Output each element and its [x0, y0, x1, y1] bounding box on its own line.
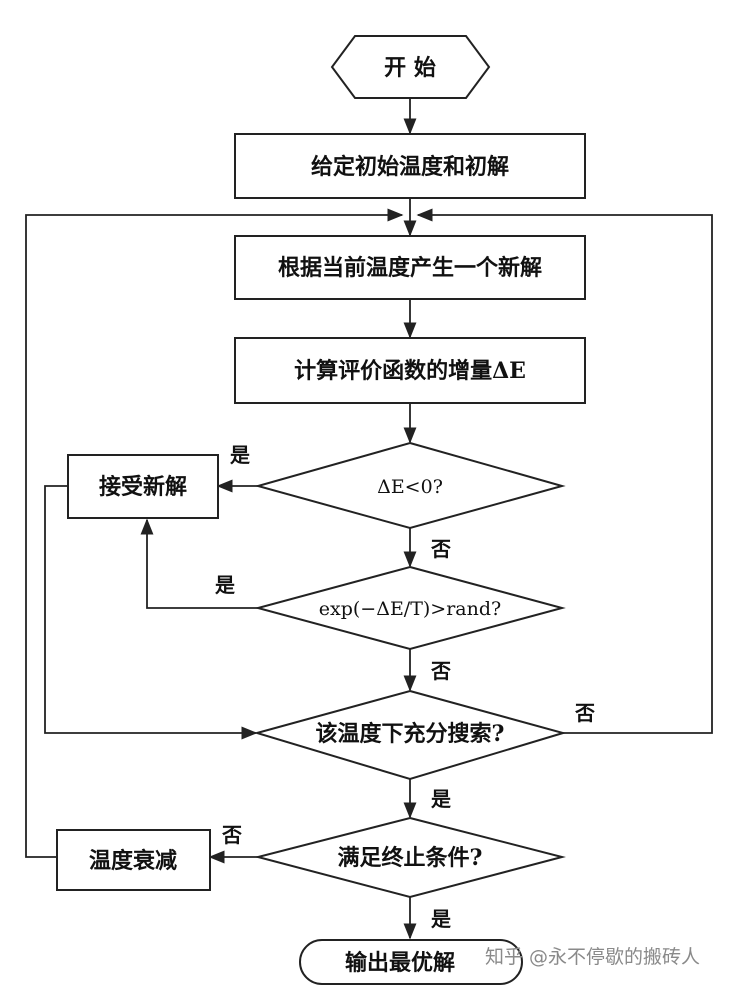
generate-node: 根据当前温度产生一个新解 — [234, 235, 586, 300]
init-label: 给定初始温度和初解 — [311, 154, 509, 180]
metropolis-node: exp(−ΔE/T)>rand? — [254, 565, 566, 651]
branch-labels: 是 否 是 否 否 是 否 是 — [214, 443, 595, 931]
yes-label-delta: 是 — [229, 443, 250, 467]
connectors — [25, 98, 713, 940]
check-delta-label: ΔE<0? — [377, 476, 443, 498]
generate-label: 根据当前温度产生一个新解 — [278, 255, 542, 281]
cooling-node: 温度衰减 — [56, 829, 211, 891]
no-label-search: 否 — [574, 701, 595, 725]
cooling-label: 温度衰减 — [89, 848, 177, 874]
no-label-terminate: 否 — [221, 823, 242, 847]
evaluate-label: 计算评价函数的增量ΔE — [294, 358, 526, 384]
terminate-label: 满足终止条件? — [338, 845, 483, 871]
yes-label-metropolis: 是 — [214, 573, 235, 597]
no-label-metropolis: 否 — [430, 659, 451, 683]
search-done-label: 该温度下充分搜索? — [316, 721, 505, 747]
evaluate-node: 计算评价函数的增量ΔE — [234, 337, 586, 404]
terminate-node: 满足终止条件? — [254, 816, 566, 899]
watermark: 知乎 @永不停歇的搬砖人 — [485, 946, 701, 968]
search-done-node: 该温度下充分搜索? — [253, 689, 567, 781]
check-delta-node: ΔE<0? — [254, 441, 566, 530]
start-label: 开 始 — [384, 55, 436, 81]
accept-node: 接受新解 — [67, 454, 219, 519]
yes-label-terminate: 是 — [430, 907, 451, 931]
output-node: 输出最优解 — [299, 939, 523, 985]
start-node: 开 始 — [330, 35, 491, 99]
output-label: 输出最优解 — [345, 950, 455, 976]
yes-label-search: 是 — [430, 787, 451, 811]
metropolis-label: exp(−ΔE/T)>rand? — [319, 598, 501, 620]
init-node: 给定初始温度和初解 — [234, 133, 586, 199]
accept-label: 接受新解 — [99, 474, 187, 500]
no-label-delta: 否 — [430, 537, 451, 561]
